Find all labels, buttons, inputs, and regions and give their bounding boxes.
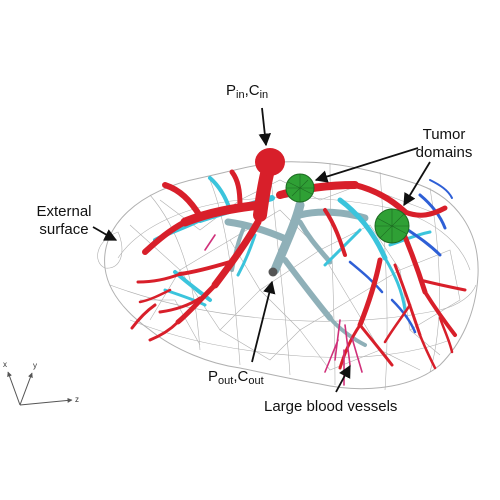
outlet-label: Pout,Cout [208,368,264,387]
tumor-domain-right [374,208,410,244]
axis-z-label: z [75,395,79,404]
arrow-icon [335,364,351,393]
arrow-icon [403,161,431,207]
tumor-domain-top [285,173,315,203]
axis-x-label: x [3,360,7,369]
inlet-bulb [255,148,285,176]
arrow-icon [258,107,272,147]
large-blood-vessels-label: Large blood vessels [264,398,398,415]
arrow-icon [251,280,276,363]
outlet-dot [268,267,278,277]
tumor-domains-label: Tumor domains [415,126,473,161]
external-surface-label: External surface [36,203,92,238]
inlet-label: Pin,Cin [226,82,269,101]
external-surface-mesh [97,161,479,391]
arrow-icon [314,147,419,183]
annotation-arrows [92,107,431,393]
magenta-vessels [204,234,363,386]
axis-y-label: y [33,361,37,370]
axes-triad-icon [7,371,73,406]
portal-vein-tree [224,200,369,347]
arrow-icon [92,226,118,241]
